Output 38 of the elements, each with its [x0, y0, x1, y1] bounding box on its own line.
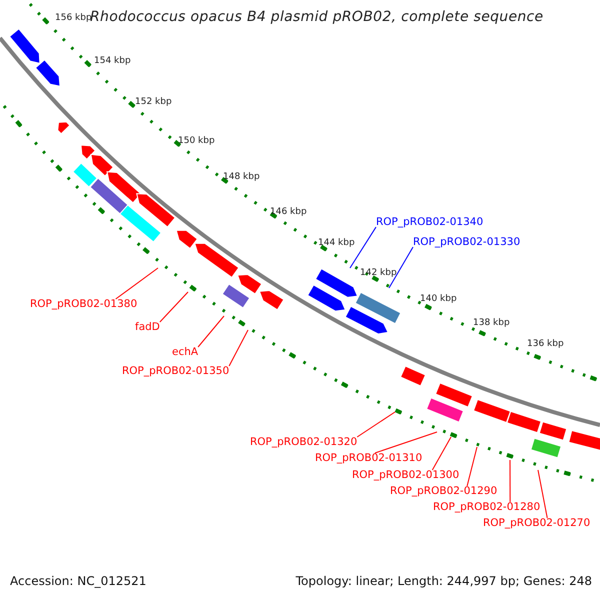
gene-label: ROP_pROB02-01310 — [315, 452, 422, 464]
gene-label: ROP_pROB02-01340 — [376, 216, 484, 228]
gene-label: ROP_pROB02-01350 — [122, 365, 230, 378]
gene-label: ROP_pROB02-01270 — [483, 517, 590, 530]
gene-label: ROP_pROB02-01380 — [30, 298, 138, 310]
scale-label: 144 kbp — [318, 238, 355, 248]
leader-line — [374, 432, 438, 454]
scale-label: 152 kbp — [135, 97, 172, 108]
scale-label: 142 kbp — [360, 268, 397, 278]
leader-line — [159, 292, 188, 322]
scale-label: 136 kbp — [527, 339, 564, 350]
leader-line — [115, 268, 158, 300]
accession-label: Accession: NC_012521 — [10, 575, 146, 589]
leader-line — [356, 412, 396, 438]
leader-line — [198, 316, 224, 348]
scale-label: 156 kbp — [55, 13, 92, 24]
gene-label: echA — [172, 346, 198, 358]
leader-line — [538, 470, 548, 518]
gene-label: ROP_pROB02-01290 — [390, 485, 498, 498]
scale-label: 150 kbp — [178, 136, 215, 146]
scale-label: 138 kbp — [473, 318, 510, 328]
gene-label: fadD — [135, 321, 160, 334]
leader-line — [228, 330, 248, 366]
scale-label: 154 kbp — [94, 56, 131, 66]
leader-line — [466, 446, 478, 486]
genome-summary: Topology: linear; Length: 244,997 bp; Genes: 248 — [296, 575, 592, 589]
title: Rhodococcus opacus B4 plasmid pROB02, complete sequence — [90, 9, 544, 26]
gene-label: ROP_pROB02-01280 — [433, 501, 540, 514]
scale-label: 146 kbp — [270, 207, 307, 218]
leader-line — [388, 246, 414, 288]
gene-label: ROP_pROB02-01320 — [250, 436, 358, 448]
leader-line — [432, 436, 452, 470]
gene-label: ROP_pROB02-01330 — [413, 236, 520, 248]
scale-label: 148 kbp — [223, 172, 260, 182]
scale-label: 140 kbp — [420, 294, 457, 304]
leader-line — [510, 460, 511, 502]
gene-label: ROP_pROB02-01300 — [352, 469, 460, 482]
leader-line — [350, 226, 376, 268]
